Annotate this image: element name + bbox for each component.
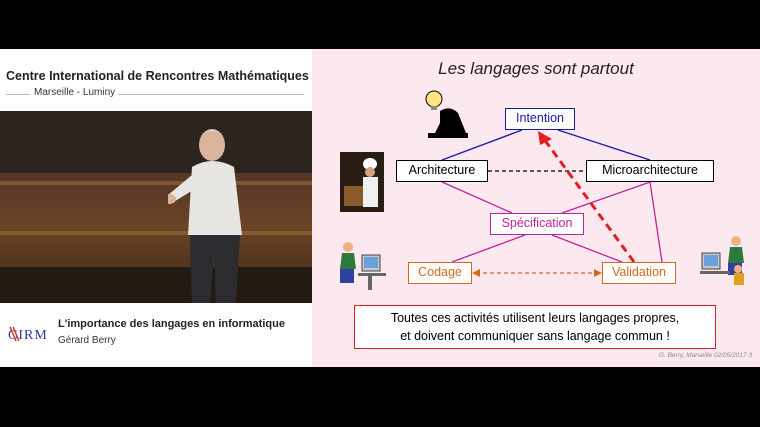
cirm-logo: CIRM — [8, 326, 47, 343]
divider-right — [118, 94, 304, 95]
note-line-2: et doivent communiquer sans langage comm… — [400, 329, 670, 343]
speaker-name: Gérard Berry — [58, 335, 116, 346]
red-arrowhead — [538, 131, 552, 145]
box-microarchitecture: Microarchitecture — [586, 160, 714, 182]
chef-photo-icon — [340, 152, 384, 212]
slide-credit: G. Berry, Marseille 02/05/2017 3 — [658, 352, 752, 359]
talk-title: L'importance des langages en informatiqu… — [58, 318, 285, 330]
location-label: Marseille - Luminy — [34, 87, 116, 98]
slide-title: Les langages sont partout — [438, 59, 634, 78]
connector-microarchitecture-validation — [649, 181, 663, 263]
connector-architecture-specification — [441, 181, 513, 214]
arrowhead-validation — [594, 269, 602, 277]
connector-intention-architecture — [441, 129, 523, 161]
wall-stripe — [0, 231, 312, 235]
wall-stripe — [0, 181, 312, 185]
box-codage: Codage — [408, 262, 472, 284]
red-feedback-arrow — [542, 138, 636, 263]
arrowhead-codage — [472, 269, 480, 277]
speaker-video — [0, 111, 312, 303]
connector-microarchitecture-specification — [561, 181, 651, 214]
video-frame: Centre International de Rencontres Mathé… — [0, 49, 760, 367]
connector-specification-validation — [551, 234, 623, 263]
connector-intention-microarchitecture — [557, 129, 651, 161]
organization-name: Centre International de Rencontres Mathé… — [6, 69, 309, 83]
box-specification: Spécification — [490, 213, 584, 235]
programmer-right-icon — [700, 236, 744, 285]
back-wall — [0, 111, 312, 173]
box-intention: Intention — [505, 108, 575, 130]
talk-info: CIRM L'importance des langages en inform… — [0, 303, 312, 367]
divider-left — [6, 94, 30, 95]
presentation-slide: Les langages sont partout Intention Arch… — [312, 49, 760, 367]
box-architecture: Architecture — [396, 160, 488, 182]
speaker-figure — [168, 129, 242, 303]
thinker-lightbulb-icon — [425, 90, 468, 138]
programmer-left-icon — [340, 242, 386, 290]
desk — [0, 267, 312, 303]
note-line-1: Toutes ces activités utilisent leurs lan… — [390, 311, 680, 325]
header-banner: Centre International de Rencontres Mathé… — [0, 49, 312, 111]
diagram-connectors — [441, 129, 663, 277]
conclusion-note: Toutes ces activités utilisent leurs lan… — [354, 305, 716, 349]
speaker-panel: Centre International de Rencontres Mathé… — [0, 49, 312, 367]
connector-specification-codage — [451, 234, 526, 263]
box-validation: Validation — [602, 262, 676, 284]
